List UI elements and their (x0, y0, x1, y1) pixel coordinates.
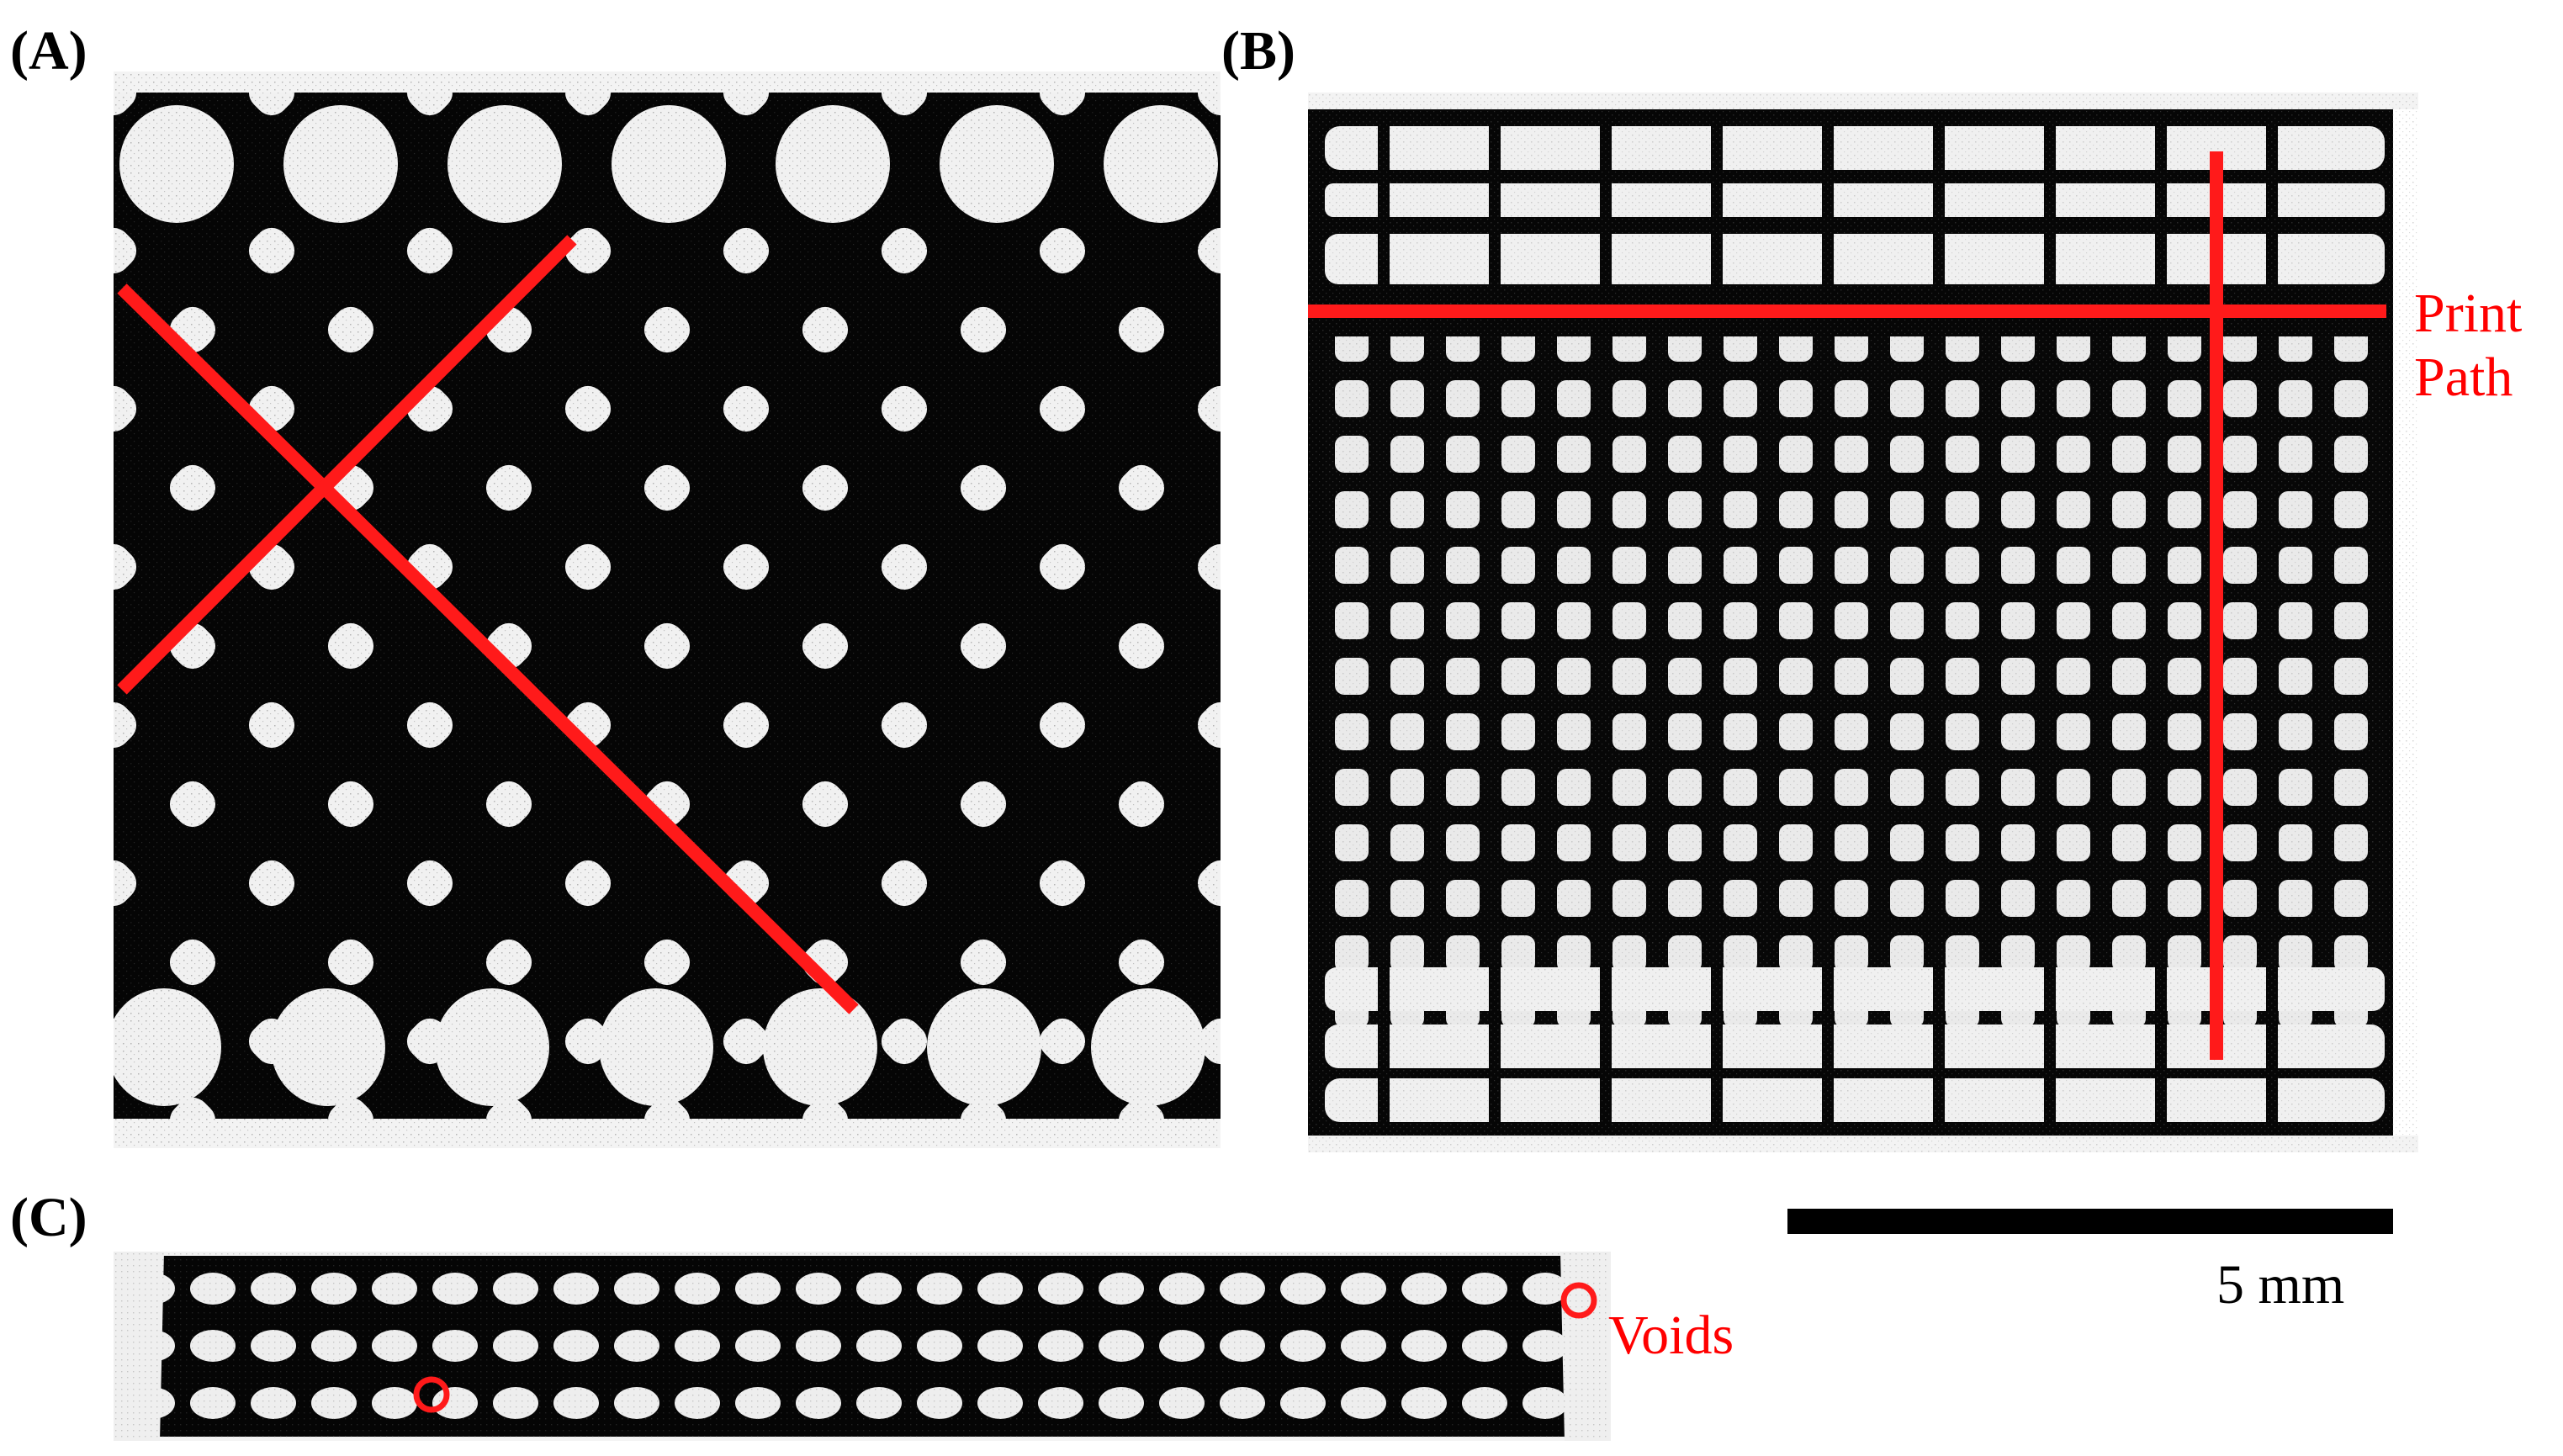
scale-bar-label: 5 mm (2216, 1254, 2345, 1316)
print-path-line1: Print (2414, 283, 2523, 344)
panel-c-image (114, 1252, 1611, 1441)
voids-annotation: Voids (1608, 1305, 1734, 1366)
panel-b-image (1308, 93, 2418, 1152)
panel-a-print-path-lines (117, 235, 859, 1014)
panel-b-svg (1308, 93, 2418, 1152)
panel-a-image (114, 71, 1221, 1148)
panel-label-b: (B) (1221, 20, 1295, 82)
panel-label-c: (C) (10, 1187, 87, 1248)
scale-bar (1787, 1209, 2393, 1234)
panel-c-void-markers (413, 1282, 1597, 1413)
panel-c-svg (114, 1252, 1611, 1441)
print-path-line2: Path (2414, 346, 2513, 408)
panel-label-a: (A) (10, 20, 87, 82)
panel-b-print-path-lines (1308, 151, 2386, 1060)
print-path-annotation: Print Path (2414, 282, 2522, 410)
panel-a-svg (114, 71, 1221, 1148)
